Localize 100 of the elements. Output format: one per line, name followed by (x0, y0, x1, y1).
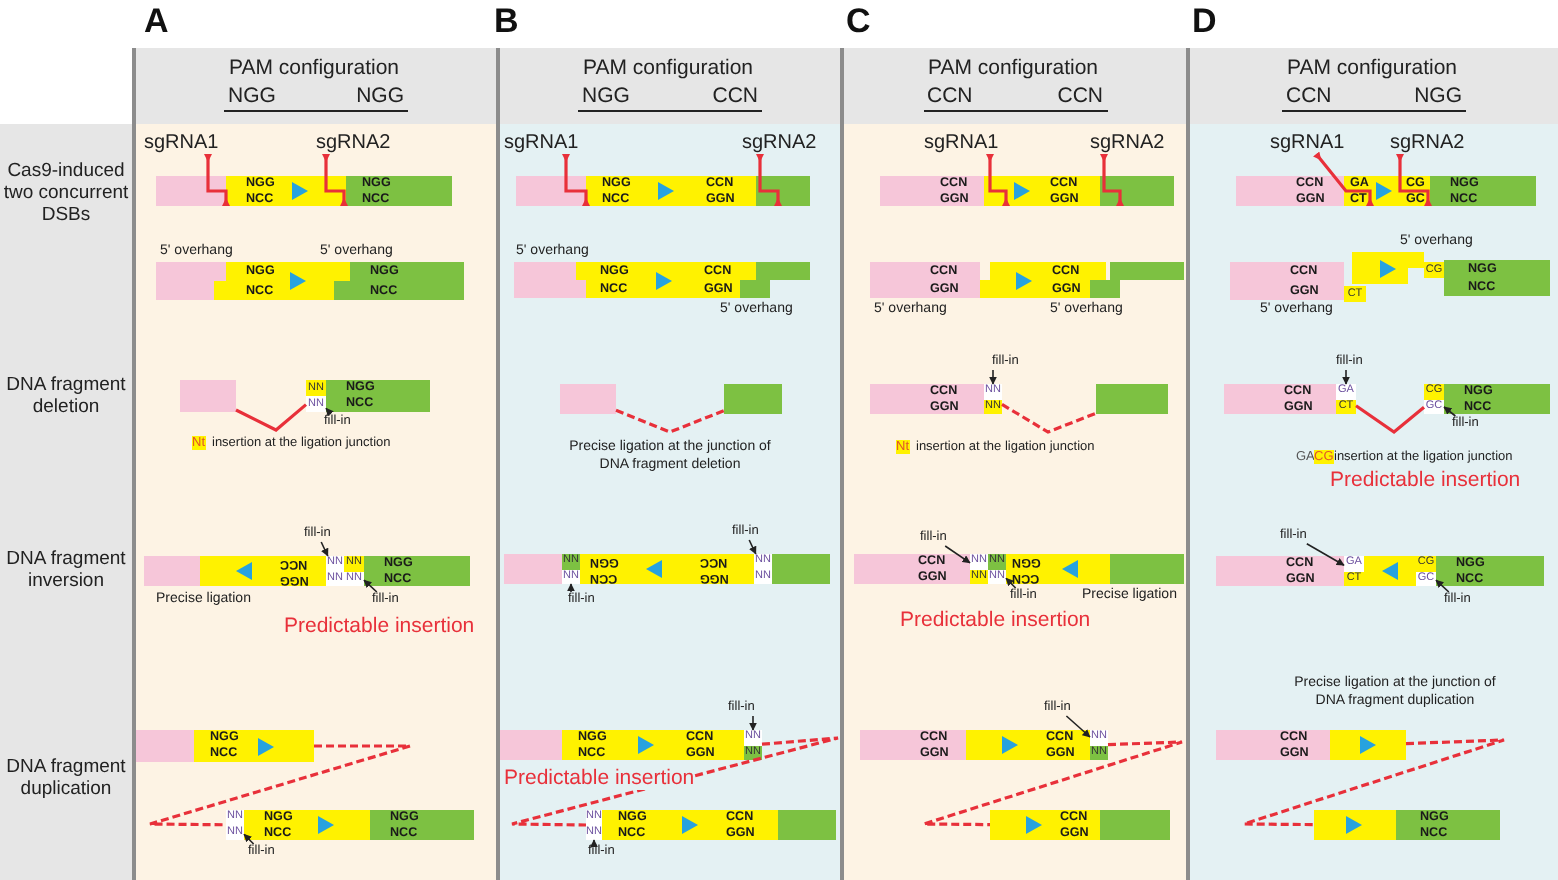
dna-segment (1352, 252, 1424, 284)
dna-segment (1110, 554, 1184, 584)
dna-segment (1444, 260, 1550, 296)
dna-segment (514, 262, 586, 298)
dna-segment (854, 554, 970, 584)
guide-label: sgRNA1 (144, 132, 219, 154)
panel-letter: C (846, 2, 871, 42)
configuration-panel (840, 48, 1186, 880)
dna-segment (880, 176, 984, 206)
dna-segment (1236, 176, 1344, 206)
dna-segment (772, 554, 830, 584)
configuration-panel (1186, 48, 1558, 880)
dna-segment (516, 176, 586, 206)
leader-line (320, 541, 329, 557)
pam-sequence: NGG (582, 84, 630, 108)
header-title: PAM configuration (925, 56, 1100, 80)
dna-segment (990, 810, 1100, 840)
dna-segment (580, 554, 754, 584)
dna-segment (724, 384, 782, 414)
leader-line (1005, 577, 1017, 589)
dna-segment (200, 556, 326, 586)
guide-label: sgRNA1 (924, 132, 999, 154)
dna-segment (500, 730, 562, 760)
pam-sequence: NGG (1414, 84, 1462, 108)
dna-segment (1006, 554, 1110, 584)
pam-sequence: CCN (712, 84, 758, 108)
dna-segment (870, 262, 980, 298)
dna-segment (1216, 556, 1344, 586)
cut-site-marker (204, 154, 230, 206)
leader-line (749, 715, 757, 731)
dna-segment (1224, 384, 1336, 414)
dna-segment (1430, 176, 1536, 206)
dna-segment (180, 380, 236, 412)
configuration-panel (132, 48, 496, 880)
configuration-panel (496, 48, 840, 880)
guide-label: sgRNA2 (742, 132, 817, 154)
dna-segment (1330, 730, 1406, 760)
leader-line (748, 539, 757, 555)
panel-letter: B (494, 2, 519, 42)
dna-segment (136, 730, 194, 762)
dna-segment (370, 810, 474, 840)
cut-site-marker (562, 154, 590, 206)
leader-line (1342, 369, 1350, 385)
dna-segment (586, 176, 756, 206)
dna-segment (1436, 556, 1544, 586)
header-title: PAM configuration (226, 56, 401, 80)
guide-label: sgRNA2 (1090, 132, 1165, 154)
dna-segment (1314, 810, 1396, 840)
junction-line (922, 740, 1184, 827)
dna-segment (560, 384, 616, 414)
dna-segment (326, 380, 430, 412)
leader-line (325, 407, 334, 417)
leader-line (243, 833, 255, 845)
cut-site-marker (322, 154, 348, 206)
pam-sequence: CCN (927, 84, 973, 108)
pam-sequence: NGG (356, 84, 404, 108)
dna-segment (156, 262, 226, 300)
dna-segment (504, 554, 562, 584)
junction-line (235, 403, 308, 432)
panel-letter: D (1192, 2, 1217, 42)
leader-line (1065, 715, 1091, 738)
cut-site-marker (1396, 154, 1432, 206)
guide-label: sgRNA2 (1390, 132, 1465, 154)
result-label: Predictable insertion (1330, 468, 1521, 492)
dna-segment (214, 262, 350, 300)
dna-segment (334, 262, 464, 300)
dna-segment (1100, 810, 1170, 840)
dna-segment (778, 810, 836, 840)
dna-segment (984, 176, 1100, 206)
dna-segment (980, 262, 1106, 298)
leader-line (1443, 406, 1457, 417)
guide-label: sgRNA1 (1270, 132, 1345, 154)
junction-line (1242, 738, 1506, 827)
row-heading: DNA fragment deletion (4, 374, 128, 418)
dna-segment (144, 556, 200, 586)
dna-segment (740, 262, 810, 298)
junction-line (148, 744, 412, 827)
pam-sequence: NGG (228, 84, 276, 108)
dna-segment (870, 384, 984, 414)
junction-line (1001, 403, 1097, 434)
junction-line (1355, 404, 1425, 434)
dna-segment (156, 176, 226, 206)
cut-site-marker (1313, 151, 1374, 206)
row-heading: DNA fragment duplication (4, 756, 128, 800)
dna-segment (1364, 556, 1416, 586)
guide-label: sgRNA1 (504, 132, 579, 154)
dna-segment (226, 176, 346, 206)
cut-site-marker (1100, 154, 1124, 206)
result-label: Predictable insertion (284, 614, 475, 638)
row-heading: DNA fragment inversion (4, 548, 128, 592)
dna-segment (1444, 384, 1550, 414)
header-title: PAM configuration (1284, 56, 1459, 80)
panel-letter: A (144, 2, 169, 42)
dna-segment (346, 176, 452, 206)
leader-line (944, 545, 971, 564)
header-title: PAM configuration (580, 56, 755, 80)
guide-label: sgRNA2 (316, 132, 391, 154)
dna-segment (1096, 384, 1168, 414)
dna-segment (364, 556, 470, 586)
dna-segment (1090, 262, 1184, 298)
